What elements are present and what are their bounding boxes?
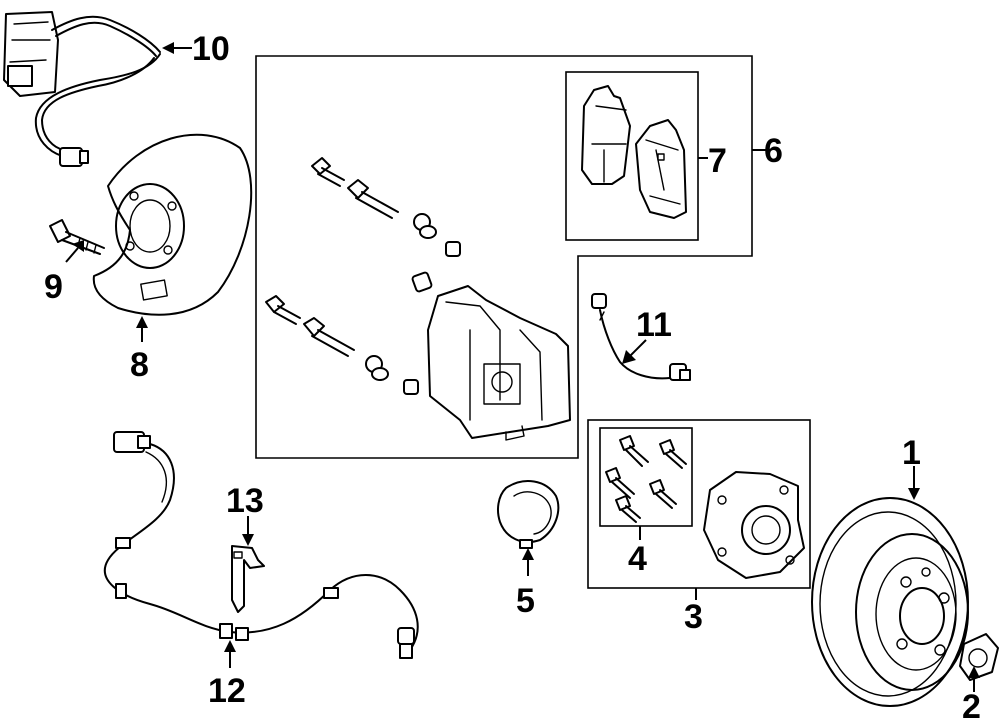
callout-leaders [65, 42, 980, 692]
part-7-brake-pads[interactable] [581, 85, 687, 219]
part-4-bolts-box [599, 427, 693, 527]
part-11-wear-sensor-wire[interactable] [591, 293, 691, 381]
part-6-caliper-box [255, 55, 753, 459]
part-3-hub-assembly[interactable] [703, 471, 805, 579]
part-10-front-abs-sensor-wire[interactable] [3, 11, 161, 167]
part-12-rear-abs-sensor-wire[interactable] [103, 431, 419, 659]
caliper-body[interactable] [427, 285, 571, 441]
callout-3: 3 [684, 598, 703, 636]
part-4-hub-bolts[interactable] [605, 435, 687, 523]
part-3-hub-box [587, 419, 811, 589]
part-1-brake-rotor[interactable] [811, 497, 969, 707]
callout-10: 10 [192, 30, 230, 68]
callout-2: 2 [962, 688, 981, 721]
callout-12: 12 [208, 672, 246, 710]
callout-11: 11 [636, 306, 672, 344]
callout-1: 1 [902, 434, 921, 472]
part-13-bracket[interactable] [231, 545, 265, 613]
callout-4: 4 [628, 540, 647, 578]
caliper-guide-pins-upper[interactable] [311, 157, 461, 257]
part-7-pads-box [565, 71, 699, 241]
callout-13: 13 [226, 482, 264, 520]
part-2-lug-nut[interactable] [959, 633, 999, 681]
callout-5: 5 [516, 582, 535, 620]
callout-6: 6 [764, 132, 783, 170]
part-8-splash-shield[interactable] [92, 133, 253, 316]
part-5-dust-cover[interactable] [497, 480, 560, 549]
caliper-guide-pins-lower[interactable] [265, 271, 433, 395]
callout-9: 9 [44, 268, 63, 306]
callout-7: 7 [708, 142, 727, 180]
callout-8: 8 [130, 346, 149, 384]
